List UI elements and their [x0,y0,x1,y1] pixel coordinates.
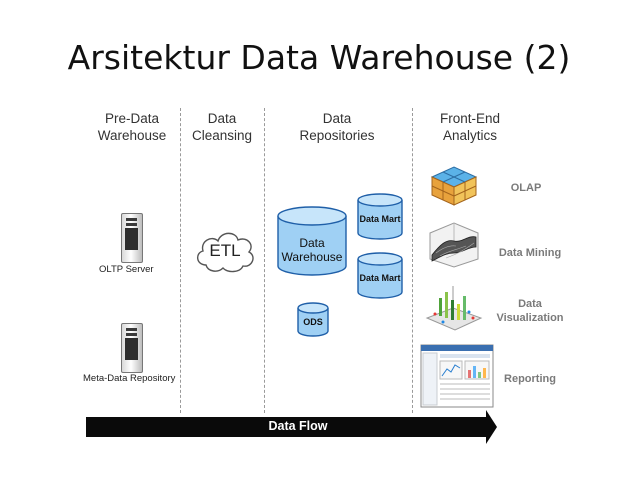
etl-label: ETL [209,241,241,260]
data-mart-top-label: Data Mart [359,214,401,224]
column-header-line: Repositories [299,128,375,143]
data-visualization-label: Data Visualization [490,297,570,325]
column-header-front-end-analytics: Front-End Analytics [420,110,520,144]
data-warehouse-label-line: Warehouse [281,250,343,264]
etl-cloud-icon [197,232,254,273]
reporting-screenshot-icon [420,344,494,408]
oltp-server-icon [121,213,143,263]
column-header-line: Warehouse [97,128,167,143]
data-flow-label: Data Flow [268,419,328,433]
data-visualization-label-line: Visualization [496,312,564,324]
olap-cube-icon [430,166,478,206]
data-mart-bottom-label: Data Mart [359,273,401,283]
metadata-repository-icon [121,323,143,373]
column-header-line: Front-End [439,111,501,126]
column-header-line: Data [207,111,237,126]
oltp-server-label: OLTP Server [99,264,154,275]
ods-label: ODS [303,317,323,327]
column-header-data-repositories: Data Repositories [282,110,392,144]
data-mining-surface-icon [429,222,479,268]
column-header-pre-data-warehouse: Pre-Data Warehouse [84,110,180,144]
ods-cylinder [297,302,329,337]
data-mart-bottom-cylinder [357,252,403,299]
column-header-data-cleansing: Data Cleansing [180,110,264,144]
reporting-label: Reporting [504,373,556,385]
data-flow-arrow [86,410,497,444]
data-visualization-icon [425,286,483,331]
slide-title: Arsitektur Data Warehouse (2) [67,38,571,77]
data-mart-top-cylinder [357,193,403,240]
olap-label: OLAP [510,182,542,194]
column-divider [264,108,265,413]
column-header-line: Analytics [442,128,498,143]
data-warehouse-cylinder [277,206,347,276]
column-header-line: Pre-Data [104,111,160,126]
column-divider [412,108,413,413]
metadata-repository-label: Meta-Data Repository [83,373,176,384]
data-mining-label: Data Mining [498,247,562,259]
column-header-line: Data [322,111,352,126]
column-header-line: Cleansing [191,128,253,143]
data-visualization-label-line: Data [518,298,542,310]
data-warehouse-label-line: Data [299,236,325,250]
column-divider [180,108,181,413]
data-warehouse-label: Data Warehouse [276,236,348,264]
